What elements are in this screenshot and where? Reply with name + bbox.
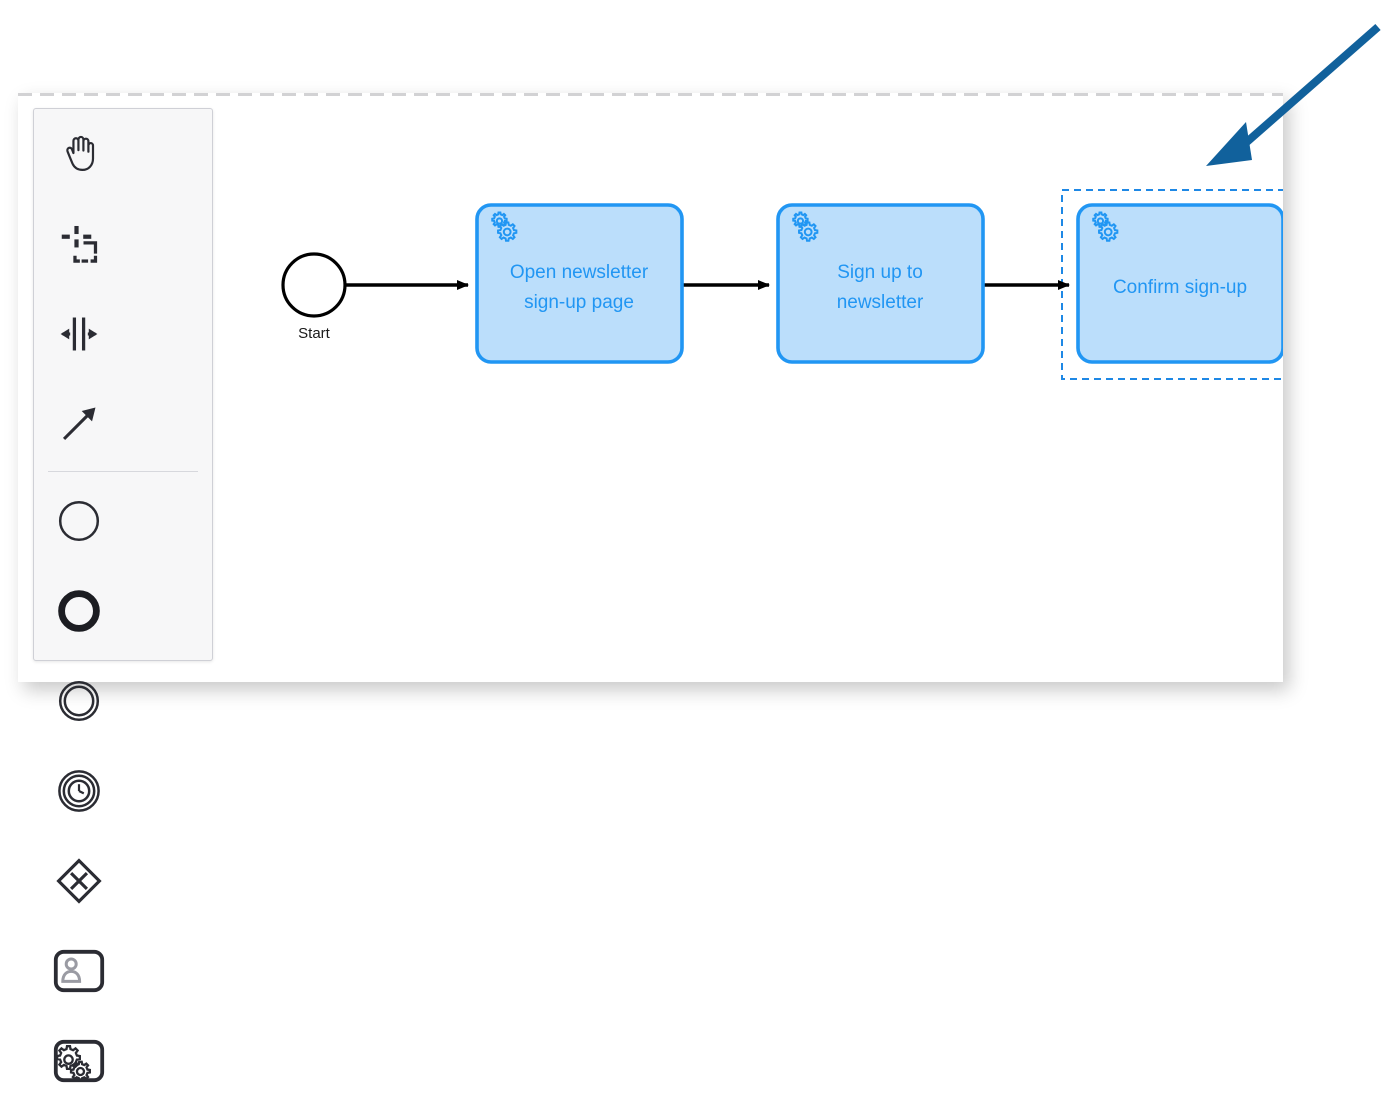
create-intermediate-event-button[interactable] (34, 656, 124, 746)
lasso-select-icon (61, 225, 98, 263)
start-event-label: Start (298, 325, 331, 342)
create-start-event-button[interactable] (34, 476, 124, 566)
service-task-gear-icon (491, 211, 518, 242)
service-task-gear-icon (792, 211, 819, 242)
start-event[interactable]: Start (281, 252, 347, 342)
diagram-layer[interactable]: Start Open newsletter sign-up page (18, 93, 1283, 682)
space-tool-icon (60, 317, 98, 351)
palette-tools-group (34, 109, 212, 469)
task-label-line-1: Open newsletter (510, 262, 649, 283)
hand-icon (66, 135, 95, 172)
gateway-icon (56, 858, 102, 904)
task-body[interactable] (1076, 203, 1283, 364)
task-open-newsletter-sign-up-page[interactable]: Open newsletter sign-up page (475, 203, 684, 364)
global-connect-tool-button[interactable] (34, 379, 124, 469)
palette-separator (48, 471, 198, 472)
task-label-line-2: sign-up page (524, 292, 634, 313)
task-confirm-sign-up[interactable]: Confirm sign-up (1076, 203, 1283, 364)
service-task-icon (53, 1039, 105, 1083)
palette-elements-group (34, 476, 212, 1106)
start-event-icon (58, 500, 100, 542)
diagram-svg[interactable]: Start Open newsletter sign-up page (18, 93, 1283, 682)
task-label-line-1: Confirm sign-up (1113, 277, 1247, 298)
user-task-icon (53, 949, 105, 993)
task-body[interactable] (475, 203, 684, 364)
start-event-circle[interactable] (281, 252, 347, 318)
task-label-line-1: Sign up to (837, 262, 923, 283)
create-service-task-button[interactable] (34, 1016, 124, 1106)
canvas-top-dashed-edge (18, 93, 1283, 96)
bpmn-modeler-canvas[interactable]: Start Open newsletter sign-up page (18, 93, 1283, 1083)
timer-event-icon (58, 770, 100, 812)
task-sign-up-to-newsletter[interactable]: Sign up to newsletter (776, 203, 985, 364)
lasso-select-tool-button[interactable] (34, 199, 124, 289)
task-body[interactable] (776, 203, 985, 364)
hand-tool-button[interactable] (34, 109, 124, 199)
create-timer-event-button[interactable] (34, 746, 124, 836)
connect-arrow-icon (62, 407, 96, 441)
create-gateway-button[interactable] (34, 836, 124, 926)
bpmn-palette[interactable] (33, 108, 213, 1083)
space-tool-button[interactable] (34, 289, 124, 379)
create-user-task-button[interactable] (34, 926, 124, 1016)
create-end-event-button[interactable] (34, 566, 124, 656)
task-label-line-2: newsletter (837, 292, 924, 313)
intermediate-event-icon (58, 680, 100, 722)
end-event-icon (58, 590, 100, 632)
service-task-gear-icon (1092, 211, 1119, 242)
